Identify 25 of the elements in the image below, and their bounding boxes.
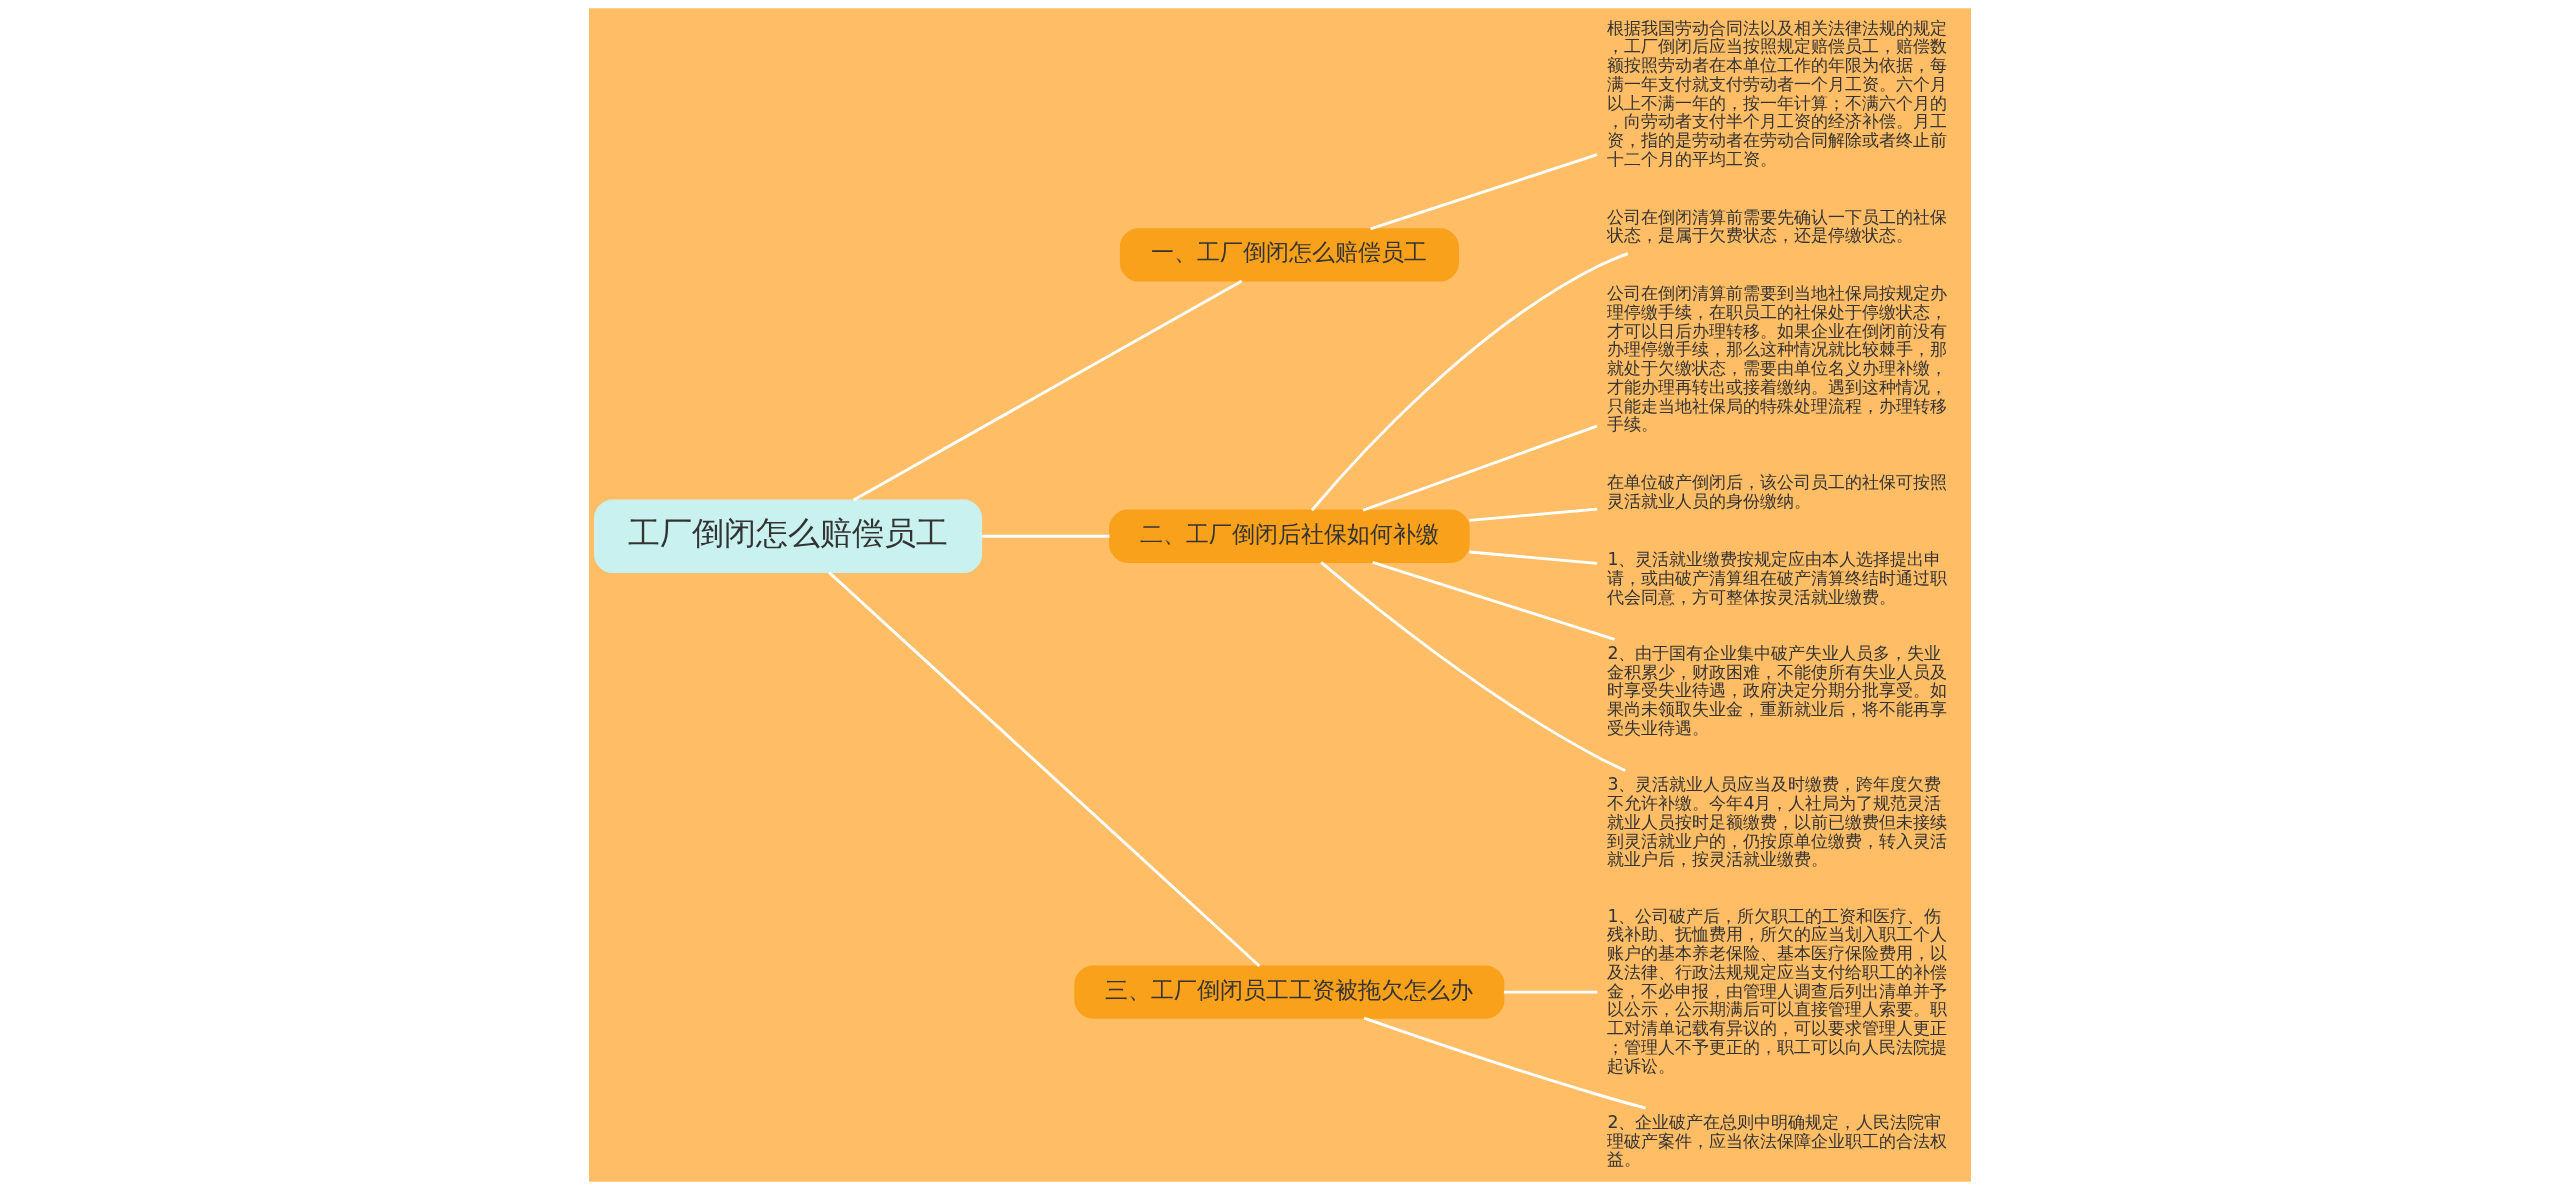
connector [852,279,1243,502]
connector [1310,252,1629,512]
connector [1372,560,1615,641]
connector [1363,1016,1646,1110]
connector [1362,424,1598,512]
node-text: 公司在倒闭清算前需要到当地社保局按规定办理停缴手续，在职员工的社保处于停缴状态，才可以日后办理转移。如果企业在倒闭前没有办理停缴手续，那么这种情况就比较棘手，那就处于欠缴状态，需要由单位名义办理补缴，才能办理再转出或接着缴纳。遇到这种情况，只能走当地社保局的特殊处理流程，办理转移手续。 [1607,283,1948,435]
node-text: 根据我国劳动合同法以及相关法律法规的规定，工厂倒闭后应当按照规定赔偿员工，赔偿数额按照劳动者在本单位工作的年限为依据，每满一年支付就支付劳动者一个月工资。六个月以上不满一年的，按一年计算；不满六个月的，向劳动者支付半个月工资的经济补偿。月工资，指的是劳动者在劳动合同解除或者终止前十二个月的平均工资。 [1607,17,1948,169]
connector [828,571,1261,968]
node-text: 在单位破产倒闭后，该公司员工的社保可按照灵活就业人员的身份缴纳。 [1607,472,1948,511]
connector [1469,507,1598,522]
connector [1503,990,1598,994]
node-box: 工厂倒闭怎么赔偿员工 [594,499,983,573]
node-text: 公司在倒闭清算前需要先确认一下员工的社保状态，是属于欠费状态，还是停缴状态。 [1607,206,1948,246]
node-text: 2、企业破产在总则中明确规定，人民法院审理破产案件，应当依法保障企业职工的合法权益。 [1607,1111,1948,1170]
connector [1320,561,1626,772]
node-box: 一、工厂倒闭怎么赔偿员工 [1119,228,1459,282]
node-text: 2、由于国有企业集中破产失业人员多，失业金积累少，财政困难，不能使所有失业人员及时享受失业待遇，政府决定分期分批享受。如果尚未领取失业金，重新就业后，将不能再享受失业待遇。 [1607,642,1948,738]
connector [1469,550,1598,565]
node-box: 三、工厂倒闭员工工资被拖欠怎么办 [1074,965,1505,1019]
node-text: 3、灵活就业人员应当及时缴费，跨年度欠费不允许补缴。今年4月，人社局为了规范灵活就业人员按时足额缴费，以前已缴费但未接续到灵活就业户的，仍按原单位缴费，转入灵活就业户后，按灵活就业缴费。 [1607,774,1948,870]
node-text: 1、灵活就业缴费按规定应由本人选择提出申请，或由破产清算组在破产清算终结时通过职代会同意，方可整体按灵活就业缴费。 [1607,549,1948,607]
node-text: 1、公司破产后，所欠职工的工资和医疗、伤残补助、抚恤费用，所欠的应当划入职工个人账户的基本养老保险、基本医疗保险费用，以及法律、行政法规规定应当支付给职工的补偿金，不必申报，由管理人调查后列出清单并予以公示，公示期满后可以直接管理人索要。职工对清单记载有异议的，可以要求管理人更正；管理人不予更正的，职工可以向人民法院提起诉讼。 [1607,905,1948,1076]
connector [1370,153,1598,231]
connector [981,534,1110,538]
node-box: 二、工厂倒闭后社保如何补缴 [1109,509,1470,563]
